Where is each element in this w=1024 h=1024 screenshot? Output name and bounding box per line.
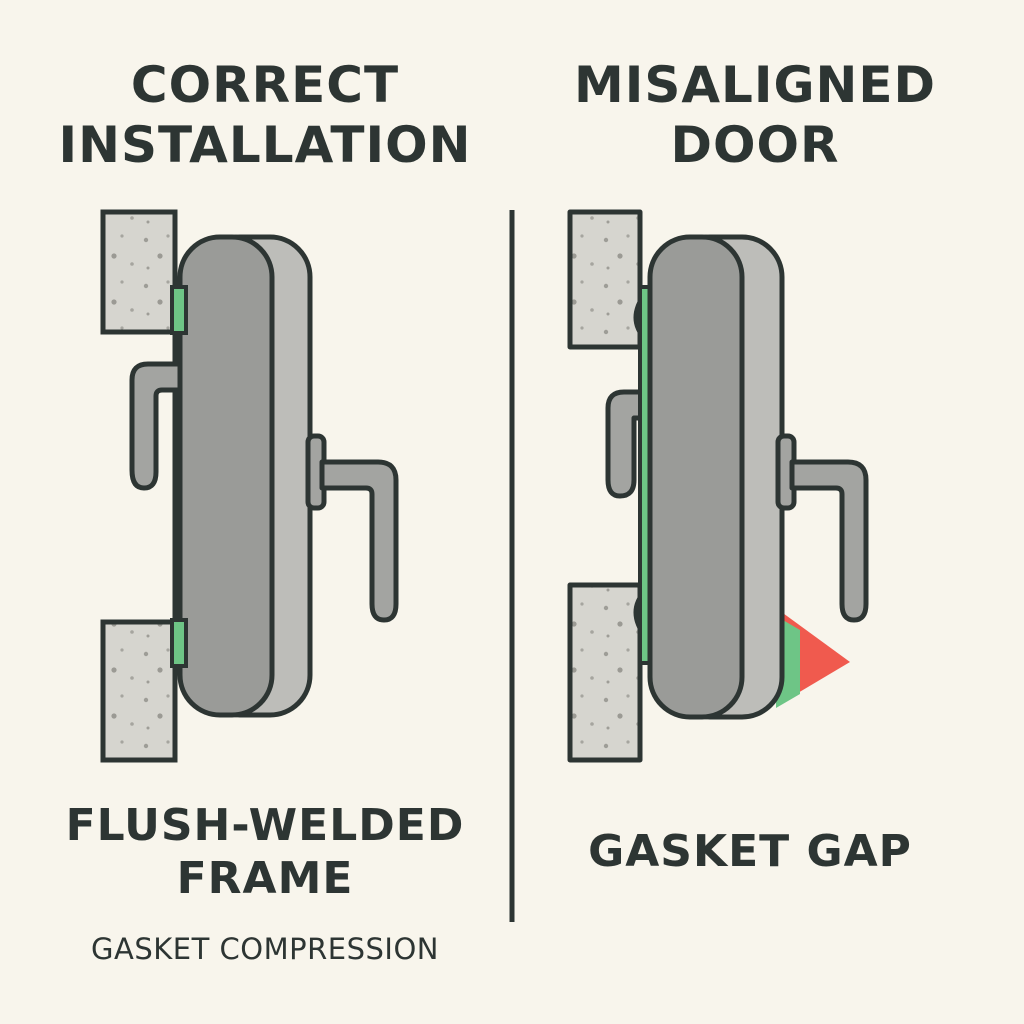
right-panel-title: MISALIGNED DOOR <box>520 55 990 175</box>
right-title-line-2: DOOR <box>670 116 840 174</box>
left-wall-top <box>100 209 178 335</box>
left-inner-handle <box>129 361 189 491</box>
left-door-leaf <box>177 234 275 718</box>
left-caption-line-1: FLUSH-WELDED <box>65 800 465 851</box>
left-title-line-2: INSTALLATION <box>58 116 472 174</box>
left-gasket-top <box>170 285 188 335</box>
left-subcaption: GASKET COMPRESSION <box>91 932 439 966</box>
right-wall-top <box>567 209 643 350</box>
right-door-leaf <box>647 234 745 720</box>
left-caption: FLUSH-WELDED FRAME <box>40 800 490 906</box>
left-wall-bottom <box>100 619 178 763</box>
left-door-handle <box>319 459 399 623</box>
right-wall-bottom <box>567 582 643 763</box>
right-title-line-1: MISALIGNED <box>573 56 937 114</box>
left-caption-line-2: FRAME <box>176 852 354 904</box>
right-caption: GASKET GAP <box>588 826 912 877</box>
right-door-handle <box>789 459 869 623</box>
left-panel-title: CORRECT INSTALLATION <box>30 55 500 175</box>
right-misaligned-door <box>567 209 869 763</box>
left-correct-installation <box>100 209 399 763</box>
left-title-line-1: CORRECT <box>130 56 400 114</box>
left-gasket-bottom <box>170 618 188 668</box>
